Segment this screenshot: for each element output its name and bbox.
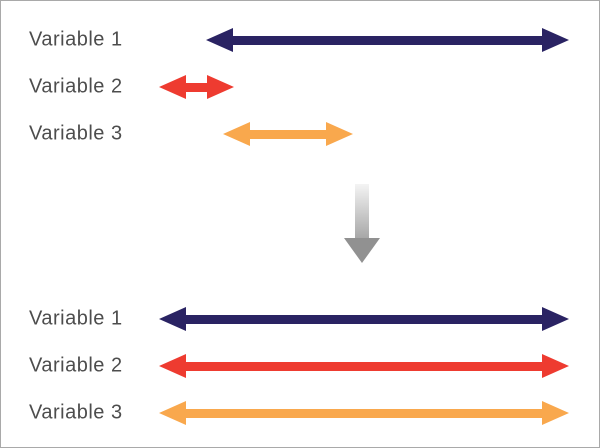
variable-2-label: Variable 2 — [29, 354, 123, 377]
variable-3-range-arrow — [223, 122, 353, 146]
variable-2-range-arrow — [159, 75, 234, 99]
variable-2-label: Variable 2 — [29, 75, 123, 98]
variable-1-range-arrow — [159, 307, 569, 331]
variable-1-range-arrow — [206, 28, 569, 52]
variable-1-label: Variable 1 — [29, 28, 123, 51]
variable-3-range-arrow — [159, 401, 569, 425]
variable-3-label: Variable 3 — [29, 401, 123, 424]
arrow-shaft — [181, 82, 212, 92]
variable-2-range-arrow — [159, 354, 569, 378]
arrow-shaft — [245, 129, 331, 139]
arrow-shaft — [181, 361, 547, 371]
arrow-shaft — [181, 314, 547, 324]
right-arrowhead-icon — [542, 401, 569, 425]
right-arrowhead-icon — [326, 122, 353, 146]
down-arrowhead-icon — [344, 238, 380, 263]
down-arrow-shaft — [355, 184, 369, 239]
down-arrow-icon — [344, 184, 380, 263]
right-arrowhead-icon — [542, 307, 569, 331]
arrow-shaft — [228, 35, 547, 45]
arrow-shaft — [181, 408, 547, 418]
right-arrowhead-icon — [207, 75, 234, 99]
right-arrowhead-icon — [542, 354, 569, 378]
variable-1-label: Variable 1 — [29, 307, 123, 330]
variable-3-label: Variable 3 — [29, 122, 123, 145]
right-arrowhead-icon — [542, 28, 569, 52]
